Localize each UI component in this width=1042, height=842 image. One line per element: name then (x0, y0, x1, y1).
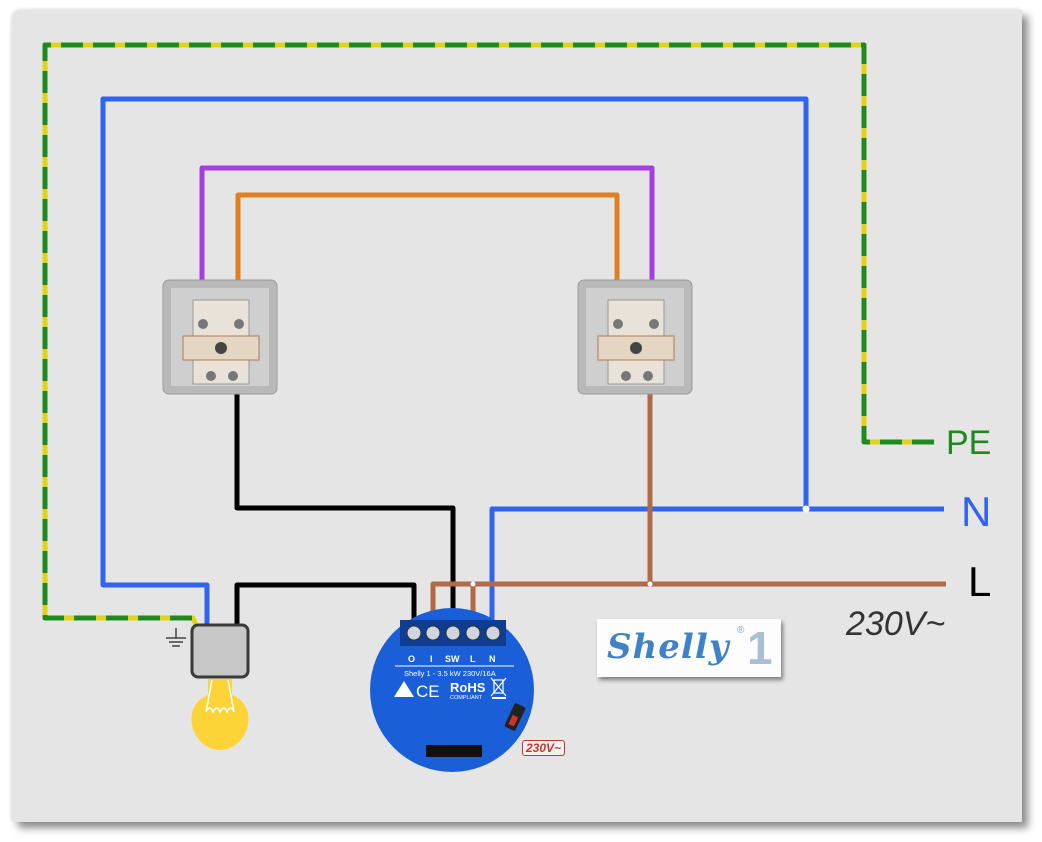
shelly-logo: Shelly ® 1 (597, 619, 781, 677)
weee-bin-icon (490, 677, 507, 699)
wire-line-to-right-switch (645, 372, 653, 584)
neutral-label: N (961, 488, 992, 535)
ground-icon (166, 628, 186, 647)
wire-neutral-supply (489, 506, 944, 630)
line-junction-dot-1 (470, 581, 476, 587)
rohs-sub-label: COMPLIANT (450, 695, 483, 701)
terminal-screws (406, 625, 501, 641)
ce-mark: CE (416, 682, 440, 701)
hazard-icon (394, 681, 414, 697)
neutral-junction-dot (802, 505, 810, 513)
logo-reg-mark: ® (737, 625, 745, 636)
wire-traveler-purple (199, 165, 655, 318)
line-label: L (968, 558, 992, 605)
device-connector (426, 745, 482, 757)
logo-text: Shelly (607, 627, 730, 667)
right-switch (577, 279, 693, 395)
logo-number: 1 (747, 622, 773, 674)
wire-traveler-orange (235, 192, 620, 318)
terminal-label-sw: SW (445, 654, 460, 664)
terminal-label-i: I (430, 654, 433, 664)
wire-switch-to-sw (234, 375, 456, 630)
shelly-device: O I SW L N Shelly 1 - 3.5 kW 230V/16A CE… (370, 608, 534, 772)
terminal-label-o: O (408, 654, 415, 664)
wire-output-to-lamp (234, 582, 417, 630)
terminal-label-l: L (470, 654, 476, 664)
pe-label: PE (946, 424, 992, 462)
rohs-label: RoHS (450, 680, 486, 695)
model-line: Shelly 1 - 3.5 kW 230V/16A (404, 669, 496, 678)
device-voltage-badge: 230V~ (522, 740, 566, 756)
left-switch (162, 279, 278, 395)
voltage-label: 230V~ (846, 605, 946, 643)
light-bulb-icon (191, 679, 249, 750)
junction-box (190, 623, 250, 679)
wire-protective-earth (42, 42, 934, 629)
line-junction-dot-2 (647, 581, 653, 587)
wire-neutral-to-lamp (100, 96, 809, 628)
terminal-label-n: N (489, 654, 496, 664)
